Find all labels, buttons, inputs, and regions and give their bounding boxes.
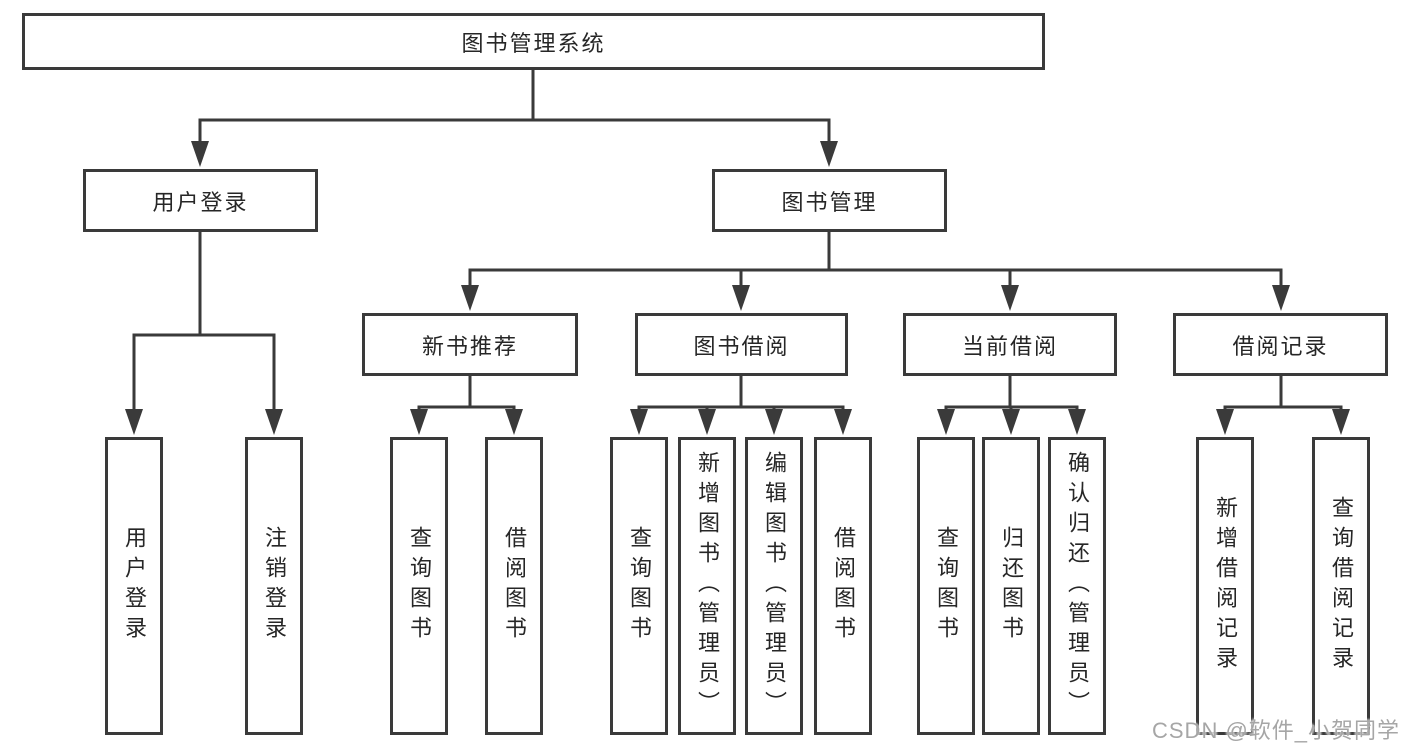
node-label: 新书推荐 [421, 333, 518, 359]
leaf-user-login: 用户登录 [105, 437, 163, 735]
node-label: 用户登录 [122, 526, 147, 646]
node-label: 图书管理 [781, 189, 878, 215]
leaf-edit-books-admin: 编辑图书（管理员） [745, 437, 803, 735]
node-book-management: 图书管理 [712, 169, 947, 232]
node-label: 查询图书 [627, 526, 652, 646]
node-label: 查询借阅记录 [1329, 496, 1354, 676]
node-borrowing-records: 借阅记录 [1173, 313, 1388, 376]
node-label: 查询图书 [934, 526, 959, 646]
leaf-query-books-current: 查询图书 [917, 437, 975, 735]
node-label: 归还图书 [999, 526, 1024, 646]
node-label: 查询图书 [407, 526, 432, 646]
node-label: 注销登录 [262, 526, 287, 646]
leaf-confirm-return-admin: 确认归还（管理员） [1048, 437, 1106, 735]
node-label: 图书借阅 [693, 333, 790, 359]
leaf-add-books-admin: 新增图书（管理员） [678, 437, 736, 735]
node-label: 新增借阅记录 [1213, 496, 1238, 676]
watermark: CSDN @软件_小贺同学 [1152, 718, 1401, 743]
leaf-query-books-borrow: 查询图书 [610, 437, 668, 735]
leaf-query-borrow-record: 查询借阅记录 [1312, 437, 1370, 735]
leaf-query-books-recommend: 查询图书 [390, 437, 448, 735]
node-label: 新增图书（管理员） [695, 451, 720, 721]
node-label: 编辑图书（管理员） [762, 451, 787, 721]
node-label: 图书管理系统 [461, 30, 606, 56]
node-label: 用户登录 [152, 189, 249, 215]
node-label: 借阅图书 [502, 526, 527, 646]
node-label: 当前借阅 [961, 333, 1058, 359]
node-label: 借阅图书 [831, 526, 856, 646]
node-label: 确认归还（管理员） [1065, 451, 1090, 721]
leaf-logout: 注销登录 [245, 437, 303, 735]
leaf-add-borrow-record: 新增借阅记录 [1196, 437, 1254, 735]
leaf-return-books: 归还图书 [982, 437, 1040, 735]
node-new-book-recommendation: 新书推荐 [362, 313, 578, 376]
node-user-login: 用户登录 [83, 169, 318, 232]
leaf-borrow-books-recommend: 借阅图书 [485, 437, 543, 735]
node-label: 借阅记录 [1232, 333, 1329, 359]
node-book-borrowing: 图书借阅 [635, 313, 848, 376]
node-current-borrowing: 当前借阅 [903, 313, 1117, 376]
leaf-borrow-books: 借阅图书 [814, 437, 872, 735]
node-library-system: 图书管理系统 [22, 13, 1045, 70]
